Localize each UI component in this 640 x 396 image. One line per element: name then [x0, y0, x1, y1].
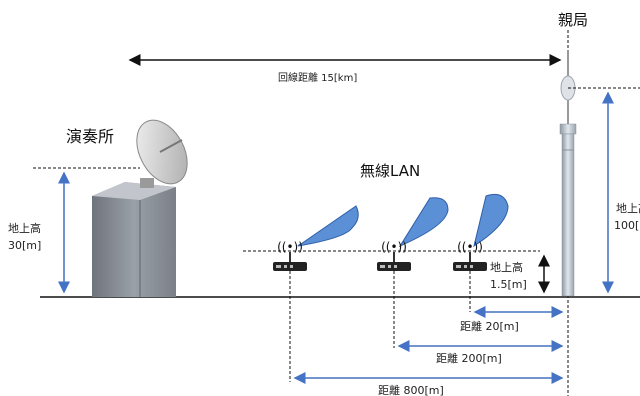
dist-20-label: 距離 20[m]: [460, 319, 519, 333]
lan-height-label-1: 地上高: [490, 260, 523, 274]
wireless-lan-label: 無線LAN: [360, 162, 420, 180]
studio-height-label-2: 30[m]: [8, 239, 41, 252]
parabolic-antenna-icon: [136, 119, 188, 188]
studio-label: 演奏所: [66, 127, 114, 146]
svg-text:((•)): ((•)): [381, 240, 407, 254]
studio-height-label-1: 地上高: [8, 221, 41, 235]
tower-height-label-2: 100[m]: [614, 219, 640, 232]
base-station-label: 親局: [558, 11, 588, 29]
tower-height-label-1: 地上高: [616, 201, 640, 215]
wifi-router-icon: ((•)): [273, 205, 359, 271]
broadcast-tower: [559, 50, 577, 297]
lan-height-label-2: 1.5[m]: [490, 278, 527, 291]
wifi-router-icon: ((•)): [453, 193, 509, 271]
svg-text:((•)): ((•)): [277, 240, 303, 254]
svg-text:((•)): ((•)): [457, 240, 483, 254]
studio-building: [92, 182, 176, 297]
wifi-router-icon: ((•)): [377, 197, 449, 271]
dist-200-label: 距離 200[m]: [436, 351, 502, 365]
dist-800-label: 距離 800[m]: [378, 383, 444, 396]
line-distance-label: 回線距離 15[km]: [278, 71, 357, 84]
